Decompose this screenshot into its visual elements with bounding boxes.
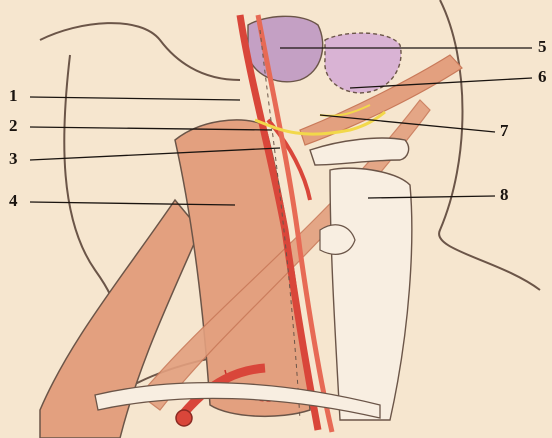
label-4: 4: [9, 192, 18, 209]
label-8: 8: [500, 186, 509, 203]
label-5: 5: [538, 38, 547, 55]
submandibular-gland: [325, 33, 401, 93]
leader-line-1: [30, 97, 240, 100]
label-1: 1: [9, 87, 18, 104]
label-6: 6: [538, 68, 547, 85]
back-neck-outline: [439, 0, 540, 290]
head-outline: [40, 23, 240, 80]
label-3: 3: [9, 150, 18, 167]
hyoid-bone: [310, 138, 409, 165]
label-2: 2: [9, 117, 18, 134]
subclavian-artery-cut: [176, 410, 192, 426]
larynx-cartilage: [330, 168, 412, 420]
label-7: 7: [500, 122, 509, 139]
